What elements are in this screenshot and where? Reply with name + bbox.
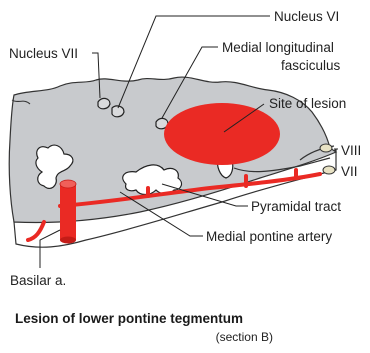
label-nerve-viii: VIII (341, 143, 361, 158)
basilar-artery-body (60, 184, 76, 240)
caption-subtitle: (section B) (216, 330, 273, 344)
nerve-viii-stump (320, 144, 332, 152)
label-nerve-vii: VII (341, 164, 358, 179)
label-mlf-line1: Medial longitudinal (222, 40, 334, 55)
label-nucleus-vii: Nucleus VII (9, 46, 78, 61)
label-mlf-line2: fasciculus (281, 58, 341, 73)
basilar-artery-top (60, 180, 76, 188)
site-of-lesion-area (164, 103, 280, 165)
label-pyramidal-tract: Pyramidal tract (251, 199, 341, 214)
caption-title: Lesion of lower pontine tegmentum (15, 311, 243, 326)
label-basilar-artery: Basilar a. (10, 273, 66, 288)
label-site-of-lesion: Site of lesion (269, 96, 346, 111)
label-medial-pontine-artery: Medial pontine artery (206, 229, 332, 244)
nerve-vii-stump (323, 166, 335, 174)
nucleus-vii (98, 98, 110, 108)
basilar-artery-bottom (60, 237, 76, 244)
label-nucleus-vi: Nucleus VI (274, 9, 339, 24)
